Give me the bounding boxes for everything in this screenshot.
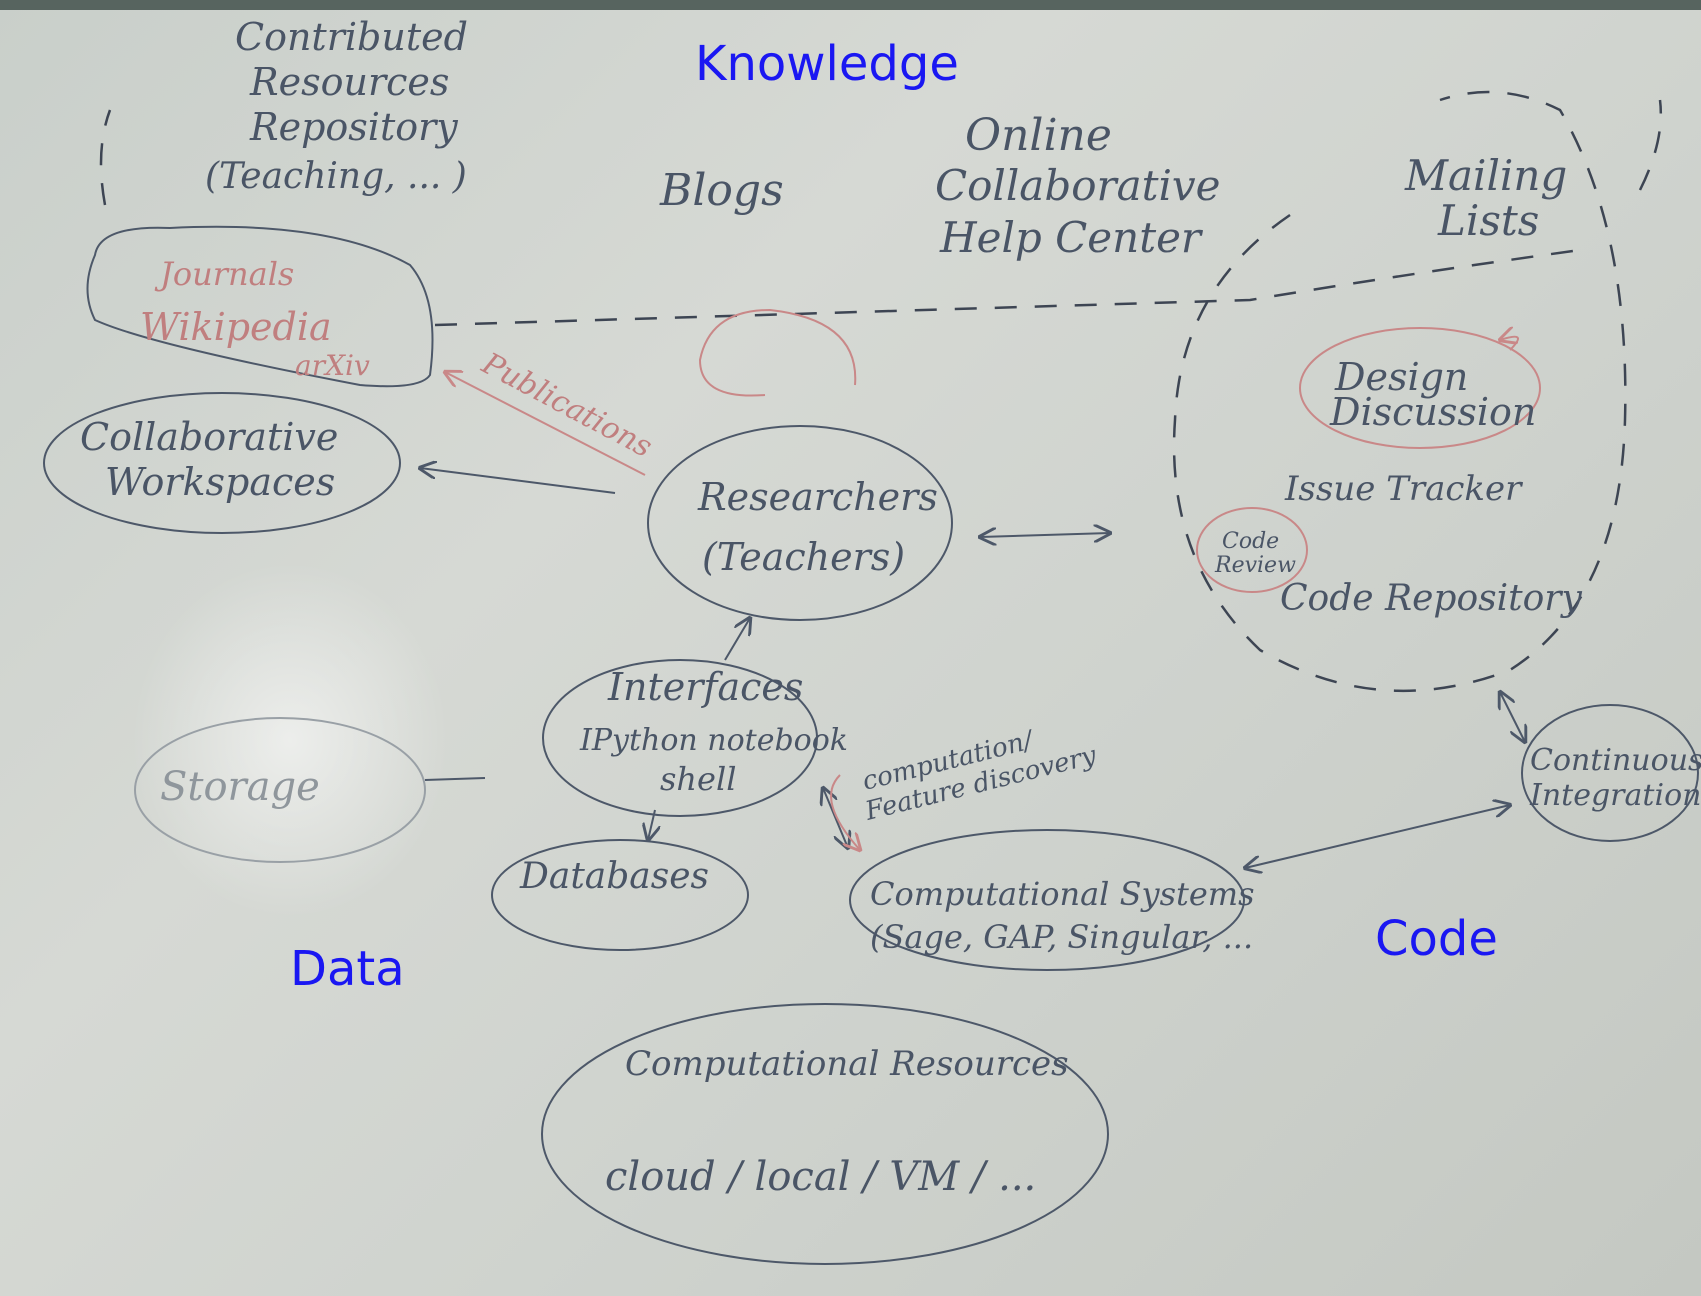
board-top-edge [0, 0, 1701, 10]
publications-label: Publications [475, 346, 657, 465]
arxiv-label: arXiv [295, 349, 370, 382]
collaborative-workspaces-line-1: Collaborative [80, 415, 338, 459]
code-review-ellipse [1196, 507, 1308, 593]
interfaces-line-2: IPython notebook [579, 723, 848, 758]
computational-resources-line-1: Computational Resources [625, 1044, 1069, 1084]
interfaces-ellipse [542, 659, 818, 817]
arrow-systems-continuous-integration [1245, 805, 1510, 868]
light-glare [130, 560, 450, 920]
arrow-publications [445, 372, 646, 476]
researchers-ellipse [647, 425, 953, 621]
continuous-integration-ellipse [1521, 704, 1699, 842]
arrow-researchers-code-bidirectional [980, 533, 1110, 537]
left-dashed-arc [99, 109, 112, 206]
design-discussion-ellipse [1299, 327, 1541, 449]
computational-systems-line-2: (Sage, GAP, Singular, ... [870, 918, 1253, 956]
contributed-resources-line-2: Resources [249, 60, 449, 104]
researchers-line-2: (Teachers) [702, 535, 905, 579]
storage-ellipse [134, 717, 426, 863]
right-dashed-arc [1638, 99, 1663, 191]
arrow-code-repo-continuous-integration [1500, 692, 1525, 742]
line-storage-interfaces [424, 777, 486, 781]
label-knowledge: Knowledge [695, 36, 959, 92]
databases-ellipse [491, 839, 749, 951]
blogs-label: Blogs [659, 165, 784, 216]
arrow-interfaces-to-researchers [724, 618, 750, 661]
researchers-line-1: Researchers [697, 475, 938, 519]
code-boundary-dashed-circle [1172, 90, 1627, 693]
contributed-resources-line-1: Contributed [235, 15, 468, 59]
design-discussion-line-1: Design [1334, 355, 1468, 399]
code-repository-label: Code Repository [1280, 578, 1582, 619]
journals-ellipse [86, 225, 434, 388]
collaborative-workspaces-ellipse [43, 392, 401, 534]
design-discussion-line-2: Discussion [1329, 390, 1536, 434]
issue-tracker-label: Issue Tracker [1284, 469, 1523, 509]
journals-label: Journals [154, 255, 294, 293]
label-code: Code [1375, 911, 1498, 967]
storage-label: Storage [160, 764, 320, 810]
code-review-line-1: Code [1222, 529, 1279, 554]
computational-resources-ellipse [541, 1003, 1109, 1265]
collaborative-workspaces-line-2: Workspaces [105, 460, 335, 504]
computational-systems-line-1: Computational Systems [870, 875, 1255, 913]
help-center-line-1: Online [965, 110, 1112, 161]
help-center-line-3: Help Center [939, 213, 1204, 262]
help-center-line-2: Collaborative [935, 161, 1221, 210]
databases-label: Databases [519, 856, 709, 897]
red-computation-arrow [830, 774, 860, 850]
arrow-interfaces-systems [823, 788, 848, 848]
mailing-lists-line-2: Lists [1437, 196, 1539, 245]
researchers-loop [698, 308, 857, 397]
arrow-interfaces-to-databases [648, 809, 655, 840]
continuous-integration-line-1: Continuous [1530, 743, 1701, 778]
interfaces-line-3: shell [660, 760, 736, 798]
design-discussion-arrow [1500, 337, 1519, 351]
mailing-lists-line-1: Mailing [1404, 151, 1567, 200]
arrow-researchers-to-workspaces [420, 468, 616, 494]
computational-resources-line-2: cloud / local / VM / ... [605, 1154, 1036, 1200]
code-review-line-2: Review [1214, 553, 1296, 578]
wikipedia-label: Wikipedia [140, 305, 332, 349]
contributed-resources-line-4: (Teaching, ... ) [205, 156, 467, 197]
contributed-resources-line-3: Repository [249, 105, 458, 149]
interfaces-line-1: Interfaces [607, 665, 803, 709]
continuous-integration-line-2: Integration [1529, 778, 1701, 813]
knowledge-boundary-line [434, 248, 1581, 327]
computational-systems-ellipse [849, 829, 1245, 971]
label-data: Data [290, 941, 405, 997]
